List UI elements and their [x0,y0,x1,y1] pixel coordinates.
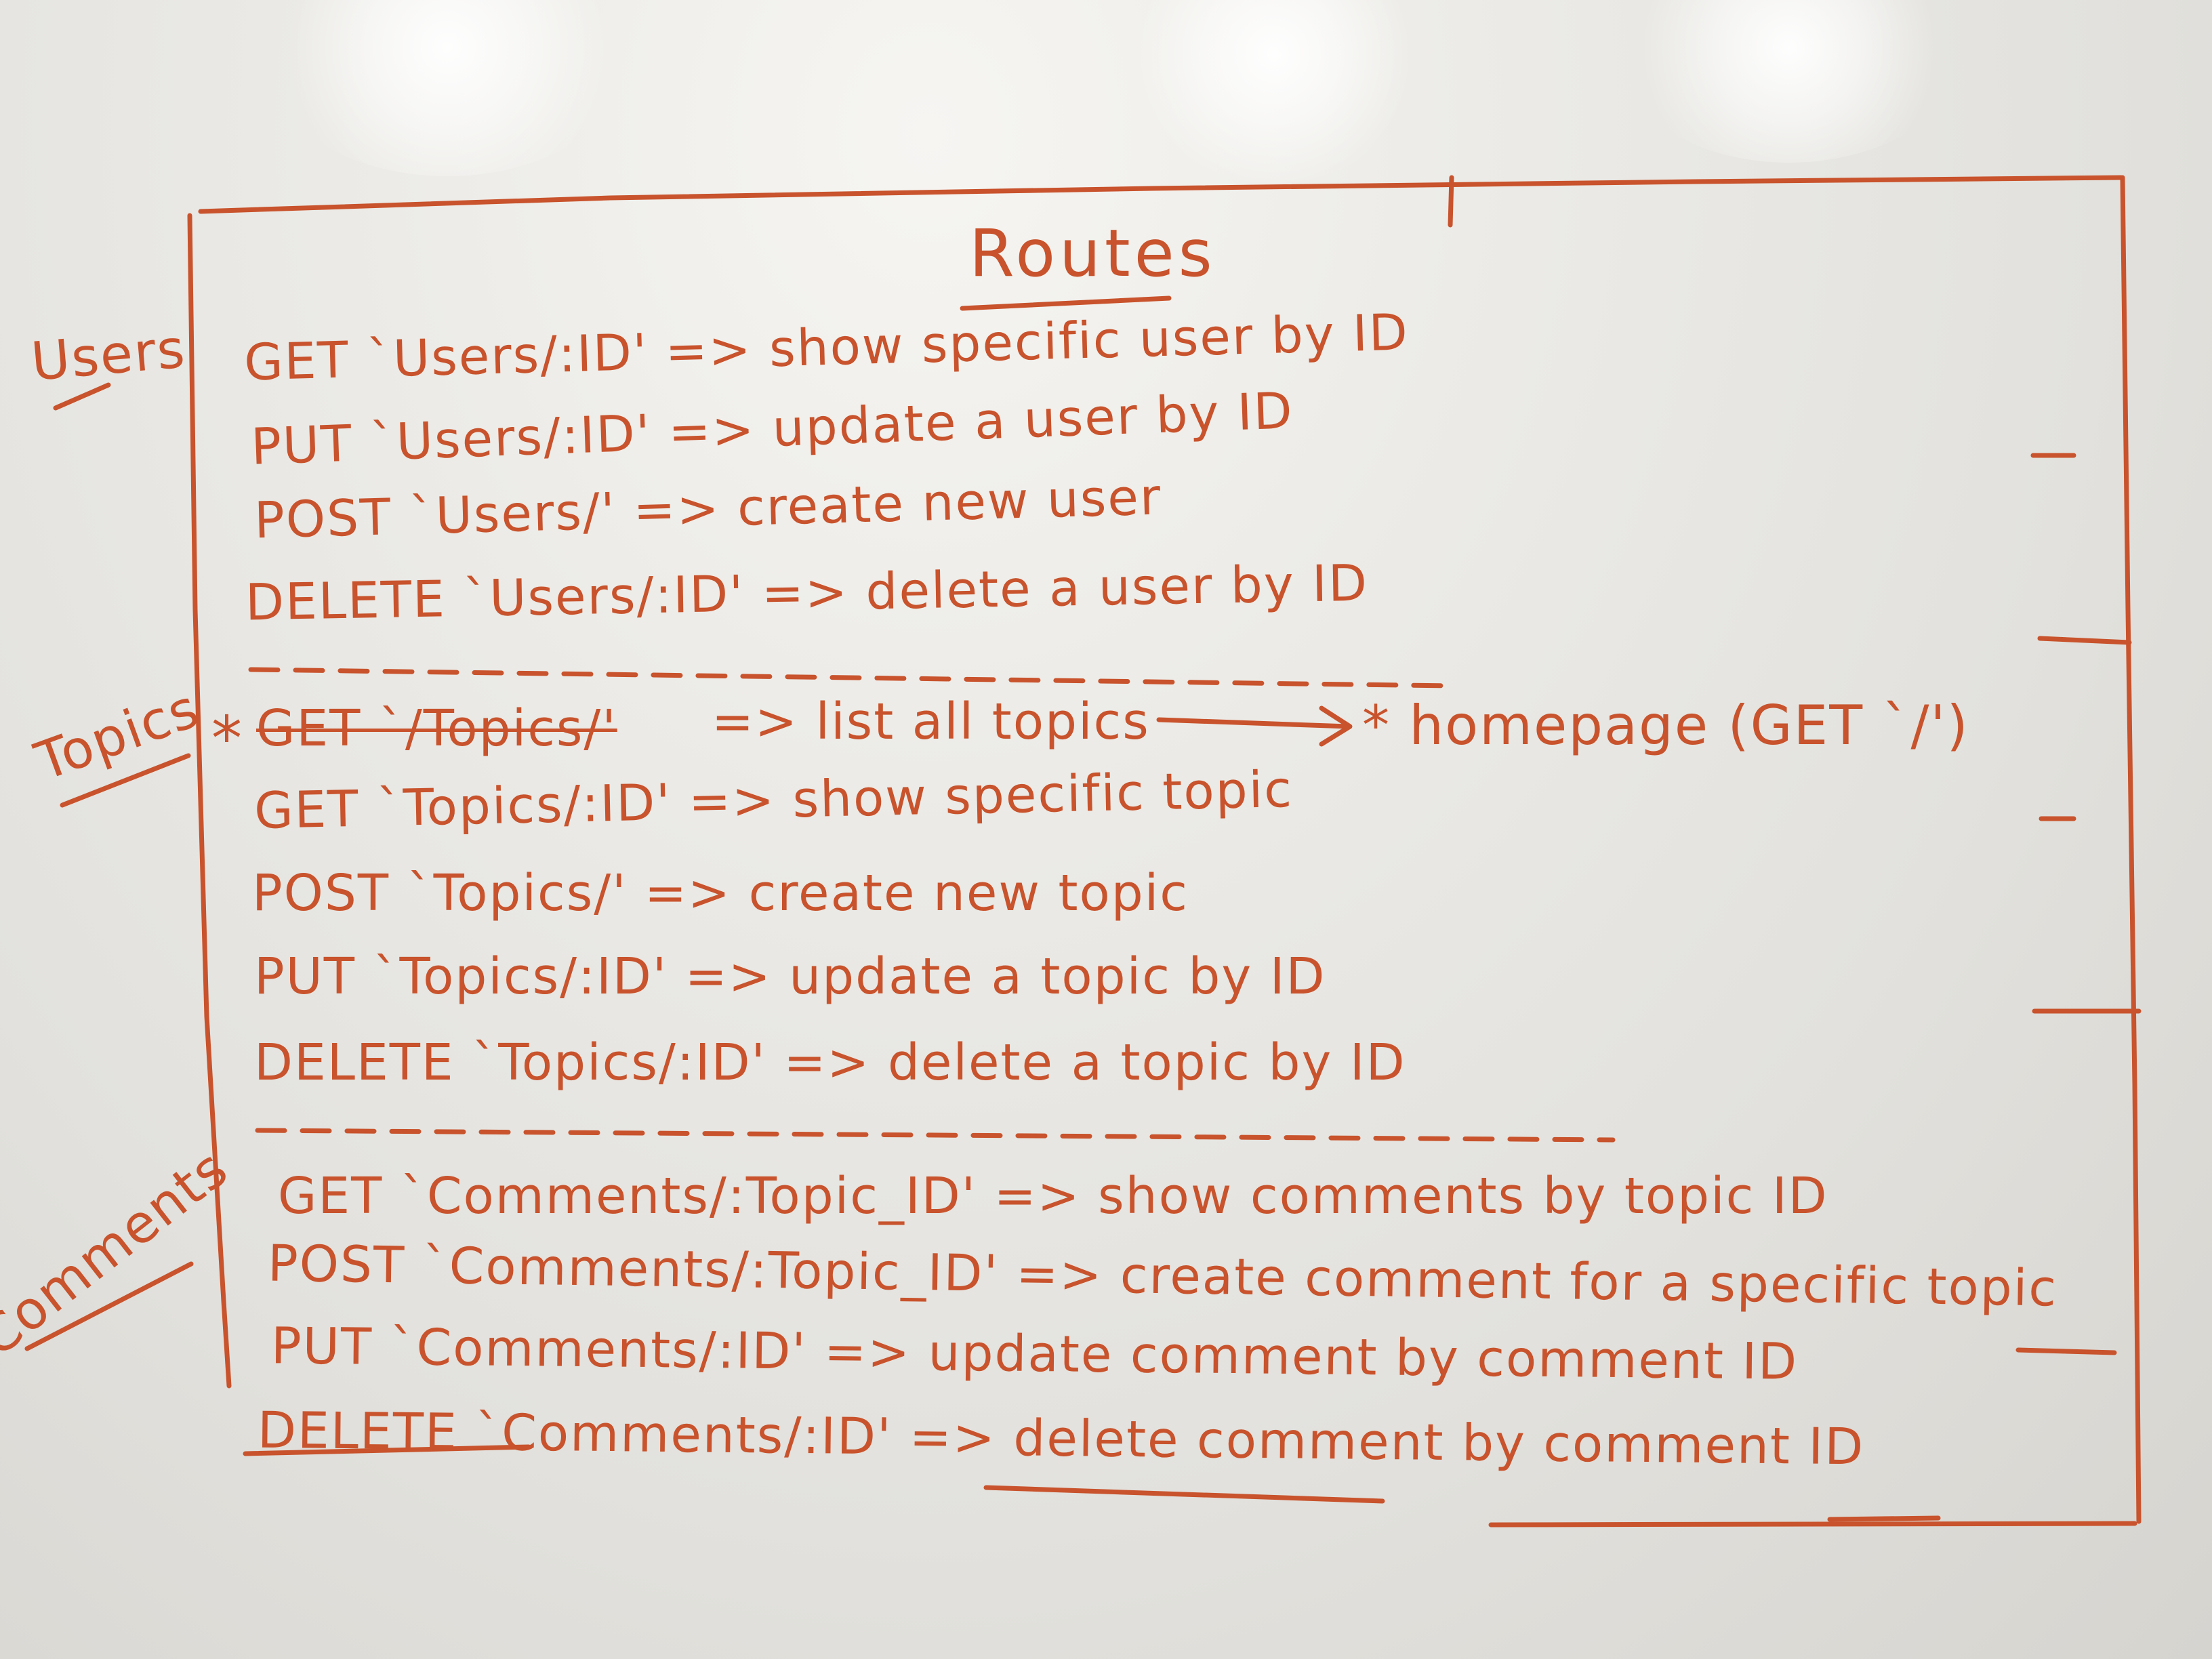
comments-line-underline-2 [983,1485,1385,1504]
topics-route-post: POST `Topics/' => create new topic [252,864,1189,922]
box-edge-mark-5 [2015,1347,2117,1355]
routes-box-top-tick [1448,175,1454,228]
box-edge-mark-2 [2037,636,2132,645]
comments-route-get: GET `Comments/:Topic_ID' => show comment… [278,1167,1828,1225]
title-underline [960,295,1172,311]
routes-box-left [187,213,232,1389]
topics-route-put: PUT `Topics/:ID' => update a topic by ID [254,947,1326,1006]
routes-box-right [2120,175,2142,1524]
routes-box-top [198,175,2124,214]
box-edge-mark-6 [1827,1515,1941,1522]
separator-topics-comments [255,1128,1616,1143]
routes-box-bottom [1488,1521,2137,1528]
homepage-arrow-head [1319,705,1353,747]
topics-asterisk: * [211,703,243,775]
page-title: Routes [969,216,1216,291]
users-underline [53,382,111,411]
comments-line-underline [243,1444,531,1456]
comments-underline [24,1261,194,1351]
separator-users-topics [248,667,1453,689]
topics-homepage-note: * homepage (GET `/') [1362,694,1969,757]
homepage-arrow-line [1156,717,1351,729]
topics-route-struck: GET `/Topics/' [256,699,617,758]
topics-underline [60,753,191,808]
topics-route-delete: DELETE `Topics/:ID' => delete a topic by… [254,1033,1406,1092]
topics-route-struck-desc: => list all topics [712,693,1150,751]
